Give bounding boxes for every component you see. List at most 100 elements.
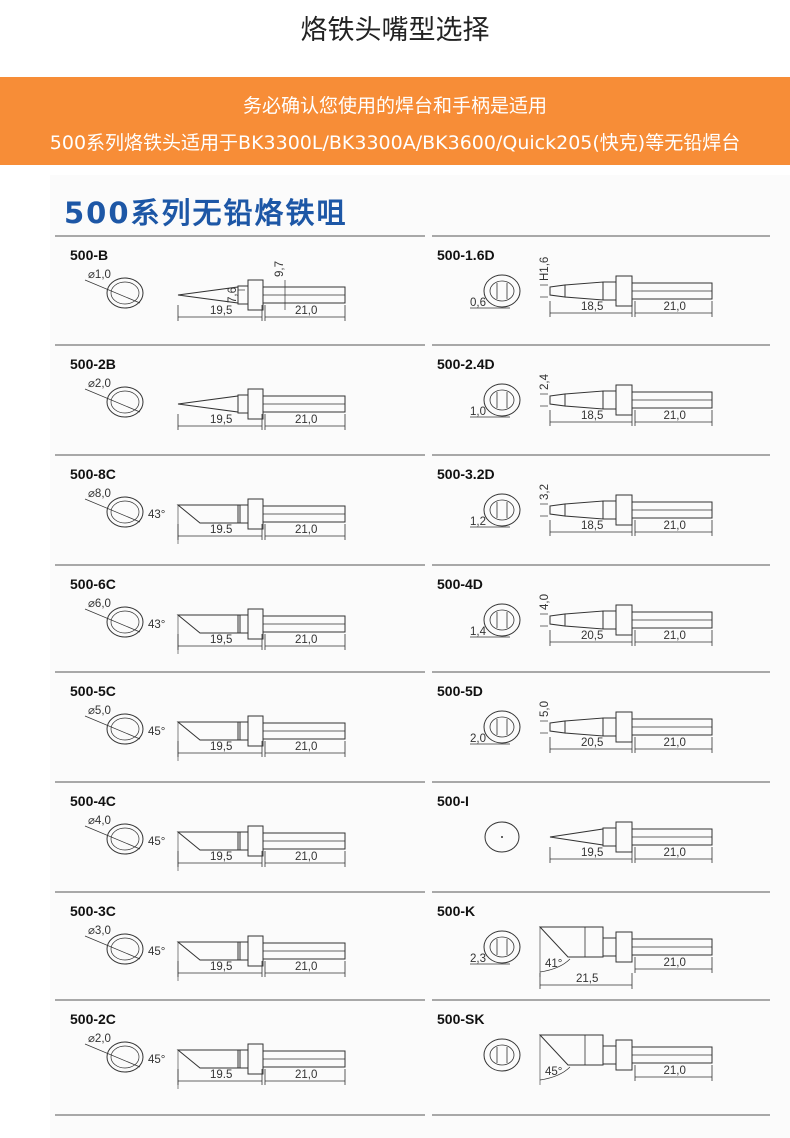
tip-body	[615, 275, 633, 307]
tip-body	[602, 937, 617, 957]
tip-bevel	[176, 1049, 241, 1069]
tip-bevel	[176, 504, 241, 524]
tip-body	[615, 931, 633, 963]
tip-length-dimension: 19,5	[210, 634, 232, 646]
tip-face-inner	[110, 390, 140, 414]
shaft-length-dimension: 21,0	[664, 630, 686, 642]
face-diameter-label: ⌀2,0	[88, 378, 111, 390]
tip-body	[602, 281, 617, 301]
tip-face-outline	[483, 930, 521, 964]
tip-knife	[538, 926, 604, 958]
tip-bevel	[176, 614, 241, 634]
tip-body	[602, 610, 617, 630]
tip-body	[564, 610, 604, 630]
tip-body	[247, 388, 264, 420]
drawing-line	[84, 715, 141, 740]
bevel-angle-label: 45°	[148, 836, 165, 848]
page-title: 烙铁头嘴型选择	[300, 15, 490, 46]
face-width-label: 2,0	[470, 733, 486, 745]
tip-face-point	[501, 836, 503, 838]
drawing-line	[84, 388, 141, 413]
tip-face-inner	[489, 499, 515, 521]
tip-body	[237, 285, 249, 305]
series-title: 500系列无铅烙铁咀	[64, 196, 348, 230]
tip-model-label: 500-I	[437, 793, 469, 809]
tip-bevel	[176, 721, 241, 741]
face-diameter-label: ⌀5,0	[88, 705, 111, 717]
tip-face-outline	[106, 823, 144, 855]
shaft-length-dimension: 21,0	[295, 524, 317, 536]
tip-model-label: 500-3C	[70, 903, 116, 919]
tip-face-outline	[484, 821, 520, 853]
tip-chisel	[549, 393, 566, 407]
angle-arc	[539, 1066, 571, 1081]
tip-face-inner	[110, 1045, 140, 1069]
tip-body	[602, 1045, 617, 1065]
drawing-line	[84, 498, 141, 523]
drawing-line	[84, 935, 141, 960]
tip-face-outline	[106, 386, 144, 418]
tip-height-label: 4,0	[539, 594, 551, 610]
tip-body	[602, 827, 617, 847]
tip-body	[615, 604, 633, 636]
shaft-length-dimension: 21,0	[295, 305, 317, 317]
tip-face-outline	[106, 606, 144, 638]
angle-arc	[539, 958, 571, 973]
knife-angle-label: 41°	[545, 958, 562, 970]
tip-model-label: 500-3.2D	[437, 466, 495, 482]
tip-bevel	[176, 941, 241, 961]
tip-face-inner	[489, 389, 515, 411]
tip-length-dimension: 20,5	[581, 630, 603, 642]
tip-face-inner	[110, 827, 140, 851]
height-label: 7,6	[227, 287, 239, 303]
tip-chisel	[549, 720, 566, 734]
tip-model-label: 500-6C	[70, 576, 116, 592]
tip-model-label: 500-5C	[70, 683, 116, 699]
tip-length-dimension: 19.5	[210, 524, 232, 536]
tip-body	[564, 390, 604, 410]
tip-face-inner	[110, 717, 140, 741]
shaft-length-dimension: 21,0	[664, 957, 686, 969]
tip-body	[602, 717, 617, 737]
shaft-length-dimension: 21,0	[295, 741, 317, 753]
bevel-angle-label: 45°	[148, 726, 165, 738]
face-diameter-label: ⌀8,0	[88, 488, 111, 500]
tip-model-label: 500-B	[70, 247, 108, 263]
tip-body	[247, 1043, 264, 1075]
tip-length-dimension: 18,5	[581, 301, 603, 313]
tip-face-outline	[483, 493, 521, 527]
shaft-length-dimension: 21,0	[664, 737, 686, 749]
drawing-line	[84, 608, 141, 633]
shaft-length-dimension: 21,0	[295, 851, 317, 863]
tip-cone	[177, 395, 239, 413]
tip-face-inner	[489, 936, 515, 958]
bevel-angle-label: 45°	[148, 1054, 165, 1066]
face-width-label: 0,6	[470, 297, 486, 309]
tip-body	[247, 608, 264, 640]
tip-face-outline	[483, 603, 521, 637]
face-diameter-label: ⌀6,0	[88, 598, 111, 610]
shaft-length-dimension: 21,0	[295, 414, 317, 426]
face-width-label: 1,4	[470, 626, 487, 638]
tip-body	[247, 825, 264, 857]
tip-body	[602, 500, 617, 520]
compatibility-banner: 务必确认您使用的焊台和手柄是适用 500系列烙铁头适用于BK3300L/BK33…	[0, 77, 790, 165]
tip-length-dimension: 19.5	[210, 1069, 232, 1081]
tip-body	[247, 498, 264, 530]
tip-length-dimension: 20,5	[581, 737, 603, 749]
shaft-length-dimension: 21,0	[664, 1065, 686, 1077]
tip-chisel	[549, 503, 566, 517]
tip-face-inner	[110, 937, 140, 961]
tip-chisel	[549, 284, 566, 298]
tip-length-dimension: 18,5	[581, 410, 603, 422]
face-diameter-label: ⌀4,0	[88, 815, 111, 827]
tip-body	[615, 384, 633, 416]
bevel-angle-label: 45°	[148, 946, 165, 958]
tip-face-inner	[489, 609, 515, 631]
tip-cone	[549, 828, 604, 846]
tip-body	[237, 394, 249, 414]
tip-model-label: 500-K	[437, 903, 475, 919]
bevel-angle-label: 43°	[148, 619, 165, 631]
tip-face-outline	[106, 933, 144, 965]
tip-bevel	[176, 831, 241, 851]
